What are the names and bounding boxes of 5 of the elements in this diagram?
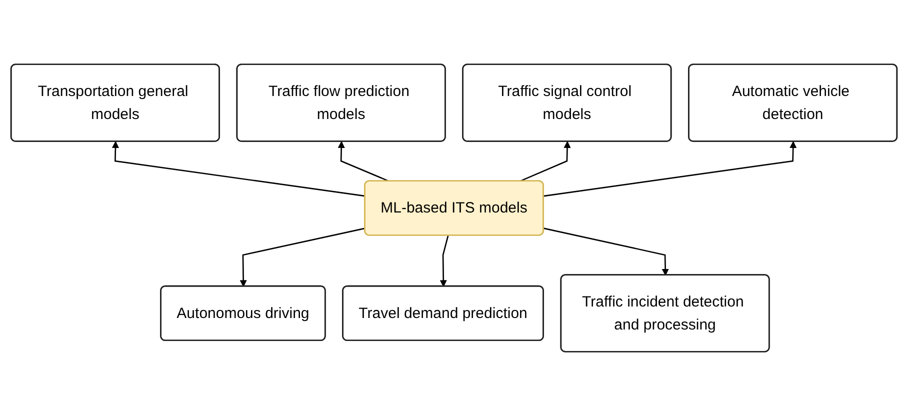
- arrow: [440, 234, 449, 287]
- arrow: [112, 140, 366, 196]
- arrow: [240, 227, 366, 287]
- arrow: [544, 227, 669, 276]
- arrow: [544, 140, 797, 196]
